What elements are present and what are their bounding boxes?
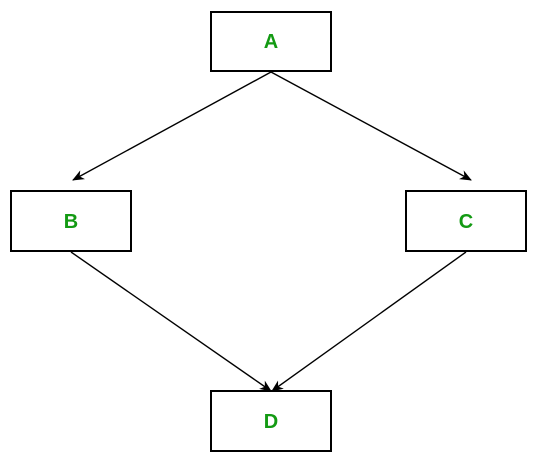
node-a-label: A [264,31,278,53]
node-a: A [210,11,332,72]
edge-a-b [72,71,272,181]
edge-c-d [271,251,467,392]
node-b-box [10,190,132,252]
edge-a-c [270,71,472,181]
node-c: C [405,190,527,252]
node-b-label: B [64,211,78,233]
edge-b-d [70,251,272,392]
node-d-label: D [264,411,278,433]
node-d: D [210,390,332,452]
node-c-label: C [459,211,473,233]
node-b: B [10,190,132,252]
node-d-box [210,390,332,452]
node-a-box [210,11,332,72]
node-c-box [405,190,527,252]
